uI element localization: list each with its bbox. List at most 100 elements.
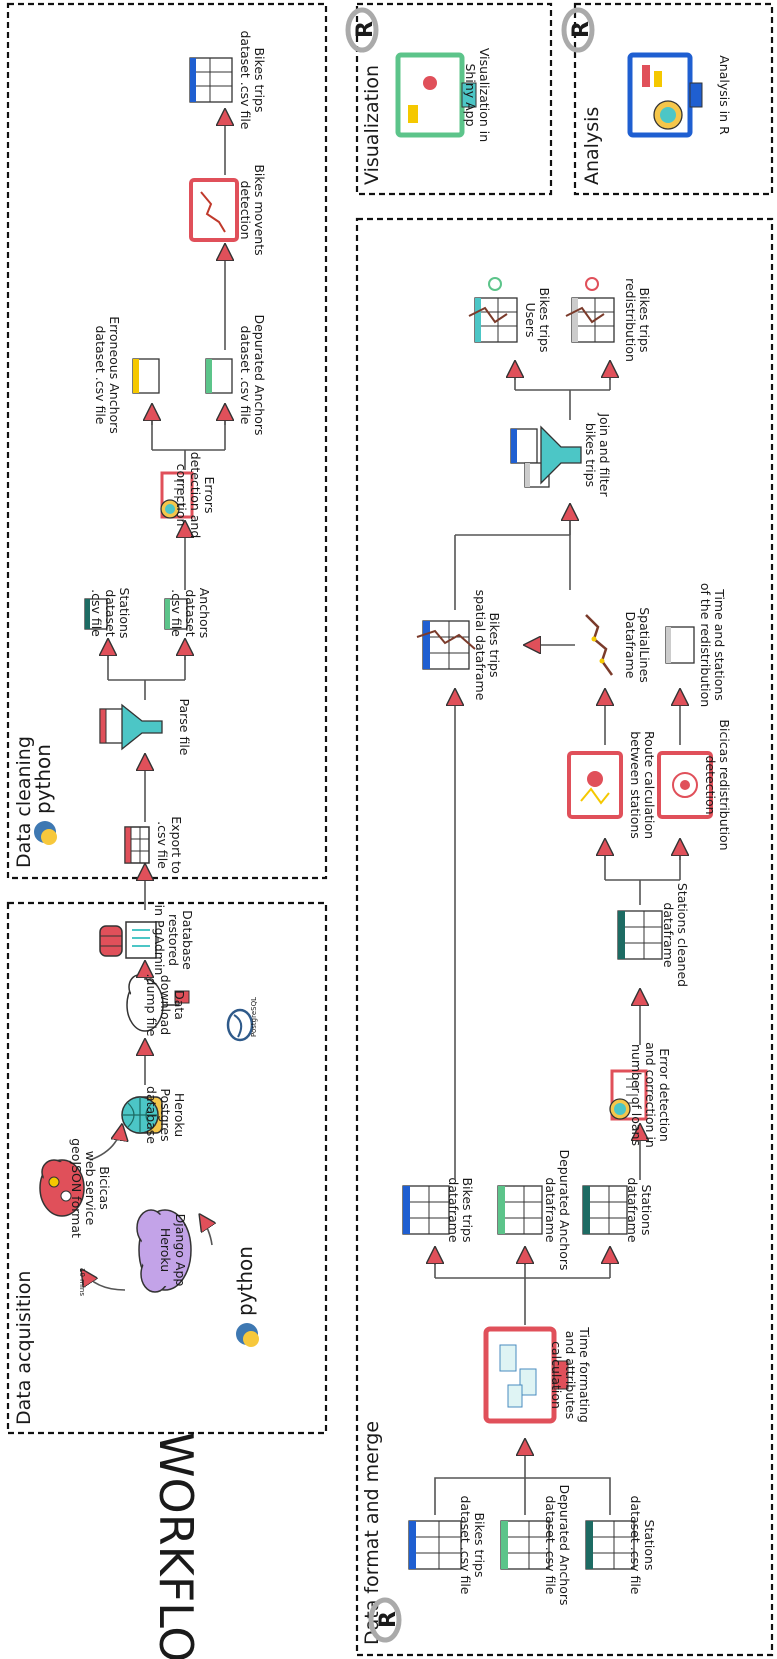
svg-text:python: python [31,744,55,814]
erroneous-label: Erroneous Anchors dataset .csv file [93,316,122,434]
svg-text:geoJSON format: geoJSON format [69,1138,84,1238]
svg-text:dataset .csv file: dataset .csv file [93,326,108,425]
format-merge-box [355,217,774,1657]
export-label: Export to .csv file [155,816,184,873]
depurated-csv-icon [205,358,233,394]
analysis-label: Analysis in R [717,55,732,135]
svg-text:dataset .csv file: dataset .csv file [238,31,253,130]
svg-text:R: R [353,21,378,38]
analysis-box [573,2,774,196]
svg-text:number of loans: number of loans [629,1044,644,1146]
svg-text:bikes trips: bikes trips [583,423,598,487]
redistribution-monitor-icon [657,751,713,819]
users-table-icon [468,277,518,343]
python-logo-2: python [233,1246,259,1347]
download-label: Data download .dump file [144,974,187,1037]
svg-text:Bicicas redistribution: Bicicas redistribution [717,719,732,850]
svg-text:detection and: detection and [188,452,203,539]
svg-text:Bikes trips: Bikes trips [472,1513,487,1578]
svg-text:Data acquisition: Data acquisition [13,1271,35,1425]
spatial-lines-label: SpatialLines Dataframe [623,607,652,683]
heroku-database-icon [121,1096,163,1134]
svg-text:Parse file: Parse file [177,699,192,756]
svg-text:spatial dataframe: spatial dataframe [473,590,488,701]
svg-text:dataset: dataset [103,589,118,636]
acquisition-box [6,901,328,1435]
svg-text:download: download [158,975,173,1035]
depurated-dataframe-icon [497,1185,543,1235]
svg-text:Depurated Anchors: Depurated Anchors [557,1484,572,1605]
svg-text:Users: Users [523,302,538,337]
acquisition-title: Data acquisition [13,1271,35,1425]
django-label: Django App Heroku [158,1214,188,1287]
visualization-box [355,2,553,196]
r-logo-2: R [345,7,379,53]
df-stations-label: Stations dataframe [625,1177,654,1243]
svg-text:Shiny App: Shiny App [463,63,478,126]
branch-line [604,840,681,905]
trips-csv-input-icon [408,1520,462,1570]
svg-text:dataset .csv file: dataset .csv file [458,1496,473,1595]
in-depurated-label: Depurated Anchors dataset .csv file [543,1484,572,1605]
svg-text:Dataframe: Dataframe [623,612,638,679]
time-format-monitor-icon [483,1326,569,1424]
svg-text:Visualization: Visualization [361,65,383,185]
stations-csv-input-icon [585,1520,635,1570]
web-service-cloud-icon [39,1159,85,1217]
svg-text:dataframe: dataframe [625,1177,640,1243]
svg-text:.csv file: .csv file [89,589,104,637]
svg-text:10 mins: 10 mins [78,1268,86,1296]
svg-text:.dump file: .dump file [144,974,159,1037]
visualization-title: Visualization [361,65,383,185]
svg-text:dataset: dataset [183,589,198,636]
svg-text:Export to: Export to [169,816,184,873]
svg-text:in PgAdmin: in PgAdmin [152,905,167,976]
visualization-label: Visualization in Shiny App [463,48,492,142]
trips-csv-label: Bikes trips dataset .csv file [238,31,267,130]
funnel-icon [99,703,163,751]
spatial-df-label: Bikes trips spatial dataframe [473,590,502,701]
svg-text:Route calculation: Route calculation [642,731,657,839]
split-bracket [434,1250,611,1325]
svg-text:Bikes trips: Bikes trips [637,288,652,353]
arrow [89,1125,122,1161]
spatial-dataframe-icon [416,620,476,670]
in-stations-label: Stations dataset .csv file [628,1496,657,1595]
time-format-label: Time formating and attributes calculatio… [549,1326,592,1423]
svg-text:dataframe: dataframe [446,1177,461,1243]
svg-text:Stations: Stations [639,1185,654,1236]
svg-text:Errors: Errors [202,477,217,514]
svg-text:restored: restored [166,914,181,966]
svg-text:Stations: Stations [117,588,132,639]
svg-text:Data: Data [172,990,187,1020]
svg-text:correction: correction [174,464,189,527]
csv-file-icon [124,826,150,864]
svg-text:WORKFLOW: WORKFLOW [149,1432,203,1659]
movements-label: Bikes movents detection [238,164,267,255]
svg-text:Bicicas: Bicicas [97,1166,112,1209]
merge-bracket [434,1477,611,1515]
svg-text:Depurated Anchors: Depurated Anchors [557,1149,572,1270]
django-cloud-icon [136,1209,192,1293]
svg-text:between stations: between stations [628,731,643,839]
svg-text:dataset .csv file: dataset .csv file [238,326,253,425]
svg-text:detection: detection [238,180,253,239]
redist-label: Bikes trips redistribution [623,278,652,362]
join-bracket [454,520,571,610]
arrow [82,1270,126,1291]
stations-csv-icon [84,598,108,630]
svg-text:detection: detection [703,755,718,814]
svg-text:Time and stations: Time and stations [712,588,727,701]
movement-monitor-icon [189,178,239,242]
erroneous-csv-icon [132,358,160,394]
bicicas-label: Bicicas web service geoJSON format [69,1138,112,1238]
svg-text:Heroku: Heroku [158,1228,173,1272]
stations-csv-label: Stations dataset .csv file [89,588,132,639]
route-monitor-icon [567,751,623,819]
svg-text:python: python [233,1246,257,1316]
svg-text:Heroku: Heroku [172,1093,187,1137]
loans-monitor-icon [609,1069,648,1121]
svg-text:database: database [144,1086,159,1144]
svg-text:Bikes trips: Bikes trips [460,1178,475,1243]
